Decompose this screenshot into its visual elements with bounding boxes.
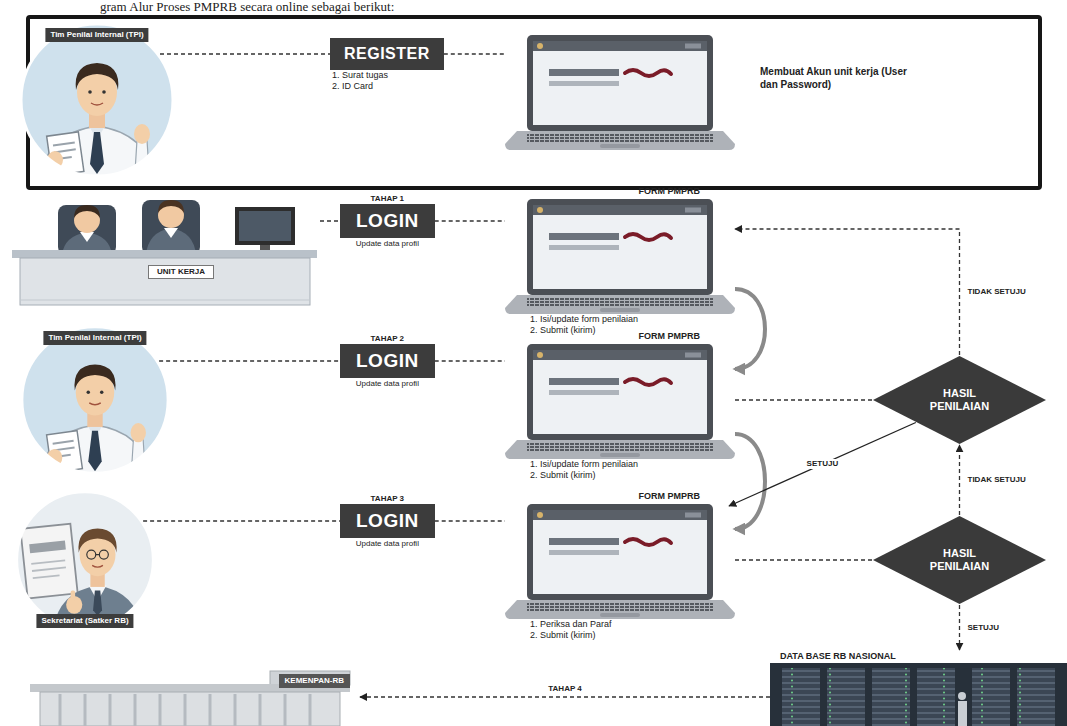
decision-diamond: HASIL PENILAIAN — [872, 515, 1047, 605]
actor-figure: Tim Penilai Internal (TPI) — [19, 22, 175, 178]
actor-figure: Sekretariat (Satker RB) — [15, 490, 155, 630]
box-shape: LOGIN — [340, 344, 435, 378]
connector-line — [143, 520, 340, 521]
decision-text: HASIL PENILAIAN — [872, 355, 1047, 445]
connector-line — [159, 360, 340, 361]
ministry-building: KEMENPAN-RB — [25, 668, 360, 726]
connector-line — [735, 229, 960, 355]
connector-line — [435, 520, 505, 521]
laptop-illustration — [505, 344, 735, 459]
box-note: Update data profil — [356, 538, 419, 549]
secretariat-figure — [17, 492, 153, 634]
laptop-screen-area — [505, 344, 735, 459]
actor-figure: Tim Penilai Internal (TPI) — [20, 325, 170, 475]
form-title: FORM PMPRB — [505, 185, 735, 197]
laptop-form: FORM PMPRB 1. Periksa dan Paraf2. Submit … — [505, 490, 735, 641]
box-label: LOGIN — [356, 210, 419, 232]
database-panel: DATA BASE RB NASIONAL — [770, 650, 1067, 726]
login-step: TAHAP 1 LOGIN Update data profil — [340, 193, 435, 249]
laptop-illustration — [505, 504, 735, 619]
work-unit-desk: UNIT KERJA — [8, 195, 320, 305]
laptop-illustration — [505, 199, 735, 314]
box-label: LOGIN — [356, 350, 419, 372]
connector-line — [360, 696, 770, 697]
flow-arrow — [735, 434, 765, 529]
building-label: KEMENPAN-RB — [279, 674, 350, 688]
box-note: Update data profil — [356, 238, 419, 249]
step-number: TAHAP 1 — [371, 193, 405, 204]
tpi-figure — [21, 24, 173, 182]
role-label: Tim Penilai Internal (TPI) — [45, 28, 148, 42]
laptop-form: FORM PMPRB 1. Isi/update form penilaian2.… — [505, 185, 735, 336]
diamond-shape — [873, 516, 1046, 604]
caption-group: Membuat Akun unit kerja (User dan Passwo… — [760, 65, 910, 91]
connector-line — [959, 445, 960, 515]
box-shape: REGISTER — [330, 38, 444, 70]
ministry-building-illustration — [30, 671, 350, 726]
form-step: 2. Submit (kirim) — [505, 470, 735, 481]
edge-label: TAHAP 4 — [546, 684, 584, 694]
connector-line — [320, 220, 340, 221]
laptop-screen-area — [505, 199, 735, 314]
connector-line — [729, 423, 916, 507]
process-box: REGISTER 1. Surat tugas2. ID Card — [330, 38, 444, 92]
decision-diamond: HASIL PENILAIAN — [872, 355, 1047, 445]
form-step: 1. Isi/update form penilaian — [505, 314, 735, 325]
connector-line — [435, 220, 505, 221]
laptop-illustration — [505, 35, 735, 150]
box-note: Update data profil — [356, 378, 419, 389]
page-title: gram Alur Proses PMPRB secara online seb… — [100, 0, 394, 14]
step-number: TAHAP 3 — [371, 493, 405, 504]
connector-line — [160, 53, 330, 54]
decision-label: HASIL PENILAIAN — [912, 387, 1007, 413]
edge-label: SETUJU — [805, 459, 841, 469]
role-label: Tim Penilai Internal (TPI) — [43, 331, 146, 345]
flow-arrow — [735, 289, 765, 369]
form-step: 2. Submit (kirim) — [505, 325, 735, 336]
box-note: 1. Surat tugas — [332, 70, 444, 81]
decision-text: HASIL PENILAIAN — [872, 515, 1047, 605]
form-title: FORM PMPRB — [505, 330, 735, 342]
connector-line — [735, 559, 872, 560]
work-unit-desk-illustration — [12, 200, 317, 305]
login-step: TAHAP 2 LOGIN Update data profil — [340, 333, 435, 389]
box-label: LOGIN — [356, 510, 419, 532]
unit-label: UNIT KERJA — [148, 265, 214, 279]
laptop-form: FORM PMPRB 1. Isi/update form penilaian2.… — [505, 330, 735, 481]
connector-line — [735, 399, 872, 400]
laptop-screen-area — [505, 504, 735, 619]
tpi-figure — [22, 327, 168, 479]
step-number: TAHAP 2 — [371, 333, 405, 344]
box-note: 2. ID Card — [332, 81, 444, 92]
decision-label: HASIL PENILAIAN — [912, 547, 1007, 573]
edge-label: TIDAK SETUJU — [966, 475, 1028, 485]
box-shape: LOGIN — [340, 504, 435, 538]
connector-line — [959, 605, 960, 650]
laptop-register: Membuat Akun unit kerja (User dan Passwo… — [505, 35, 735, 150]
registration-frame — [28, 17, 1040, 188]
form-title: FORM PMPRB — [505, 490, 735, 502]
database-illustration — [770, 663, 1067, 726]
connector-line — [444, 53, 505, 54]
role-label: Sekretariat (Satker RB) — [36, 614, 133, 628]
box-label: REGISTER — [344, 44, 430, 64]
connector-line — [435, 360, 505, 361]
laptop-screen-area — [505, 35, 735, 150]
box-shape: LOGIN — [340, 204, 435, 238]
screen-caption: Membuat Akun unit kerja (User dan Passwo… — [760, 65, 910, 91]
diamond-shape — [873, 356, 1046, 444]
form-step: 1. Isi/update form penilaian — [505, 459, 735, 470]
form-step: 2. Submit (kirim) — [505, 630, 735, 641]
database-label: DATA BASE RB NASIONAL — [780, 651, 896, 662]
form-step: 1. Periksa dan Paraf — [505, 619, 735, 630]
edge-label: SETUJU — [966, 623, 1002, 633]
edge-label: TIDAK SETUJU — [966, 287, 1028, 297]
login-step: TAHAP 3 LOGIN Update data profil — [340, 493, 435, 549]
